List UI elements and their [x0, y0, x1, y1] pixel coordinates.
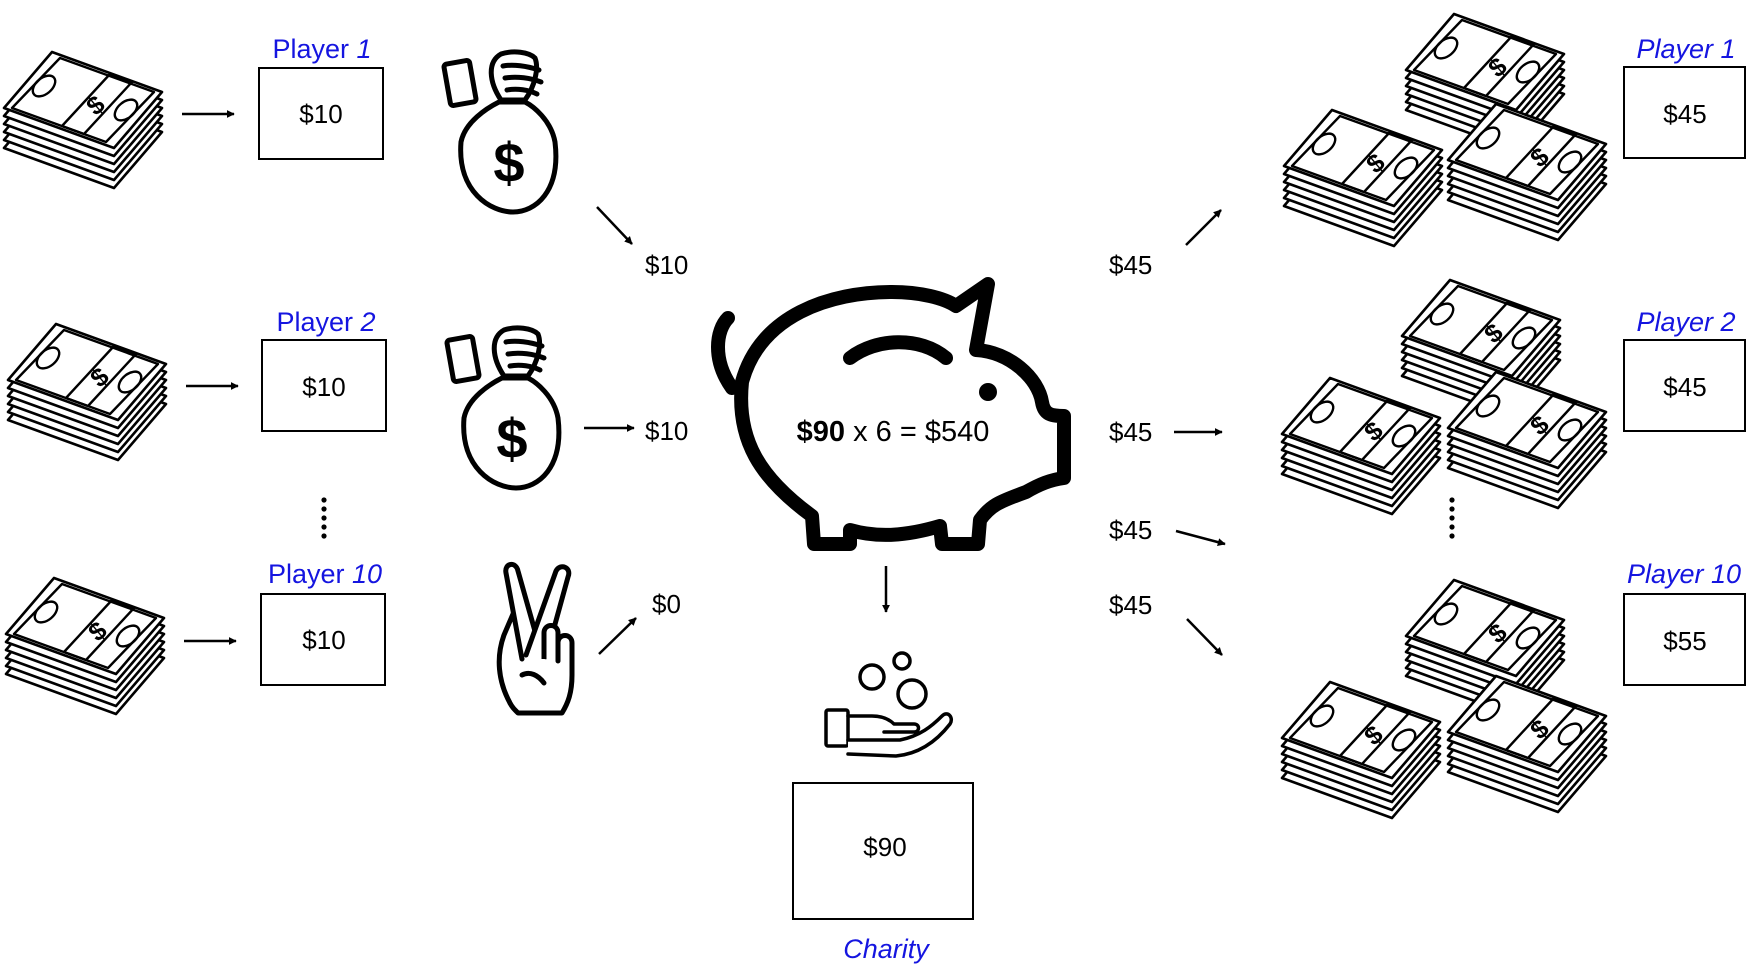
- arrow-payout-1: [1185, 209, 1222, 246]
- charity-hand-coins-icon: [824, 651, 954, 758]
- charity-label: Charity: [843, 934, 930, 964]
- piggy-bank-icon: [711, 277, 1071, 551]
- money-bag-hand-icon: [444, 52, 556, 212]
- charity-amount: $90: [863, 832, 906, 862]
- right-player-10-amount: $55: [1663, 626, 1706, 656]
- crossed-fingers-icon: [499, 564, 572, 713]
- right-player-2-amount: $45: [1663, 372, 1706, 402]
- right-player-1-amount: $45: [1663, 99, 1706, 129]
- payout-4-amount: $45: [1109, 590, 1152, 620]
- money-bag-hand-icon: [447, 328, 559, 488]
- payout-3-amount: $45: [1109, 515, 1152, 545]
- money-pile-player-10: [1280, 578, 1608, 820]
- right-player-1-label: Player 1: [1636, 34, 1735, 64]
- contribution-1-amount: $10: [645, 250, 688, 280]
- left-player-1-label: Player 1: [272, 34, 371, 64]
- money-stack-icon: [2, 50, 164, 190]
- pool-equation: $90 x 6 = $540: [797, 416, 990, 448]
- arrow-payout-3: [1175, 529, 1226, 547]
- contribution-10-amount: $0: [652, 589, 681, 619]
- right-player-10-label: Player 10: [1627, 559, 1741, 589]
- right-player-2-box: [1623, 339, 1746, 432]
- left-player-1-amount: $10: [299, 99, 342, 129]
- arrow-payout-4: [1186, 618, 1223, 656]
- right-player-1-box: [1623, 66, 1746, 159]
- charity-box: [792, 782, 974, 920]
- left-player-1-box: [258, 67, 384, 160]
- contribution-2-amount: $10: [645, 416, 688, 446]
- left-player-10-box: [260, 593, 386, 686]
- left-player-2-label: Player 2: [276, 307, 375, 337]
- arrow-contribution-1: [596, 206, 633, 245]
- arrow-contribution-10: [598, 617, 637, 655]
- payout-1-amount: $45: [1109, 250, 1152, 280]
- money-stack-icon: [4, 576, 166, 716]
- left-player-10-label: Player 10: [268, 559, 382, 589]
- left-player-10-amount: $10: [302, 625, 345, 655]
- money-stack-icon: [6, 322, 168, 462]
- vertical-ellipsis-right: [1449, 497, 1455, 539]
- money-pile-player-2: [1280, 278, 1608, 516]
- vertical-ellipsis-left: [321, 497, 327, 539]
- left-player-2-box: [261, 339, 387, 432]
- right-player-10-box: [1623, 593, 1746, 686]
- left-player-2-amount: $10: [302, 372, 345, 402]
- money-pile-player-1: [1282, 12, 1608, 248]
- right-player-2-label: Player 2: [1636, 307, 1735, 337]
- payout-2-amount: $45: [1109, 417, 1152, 447]
